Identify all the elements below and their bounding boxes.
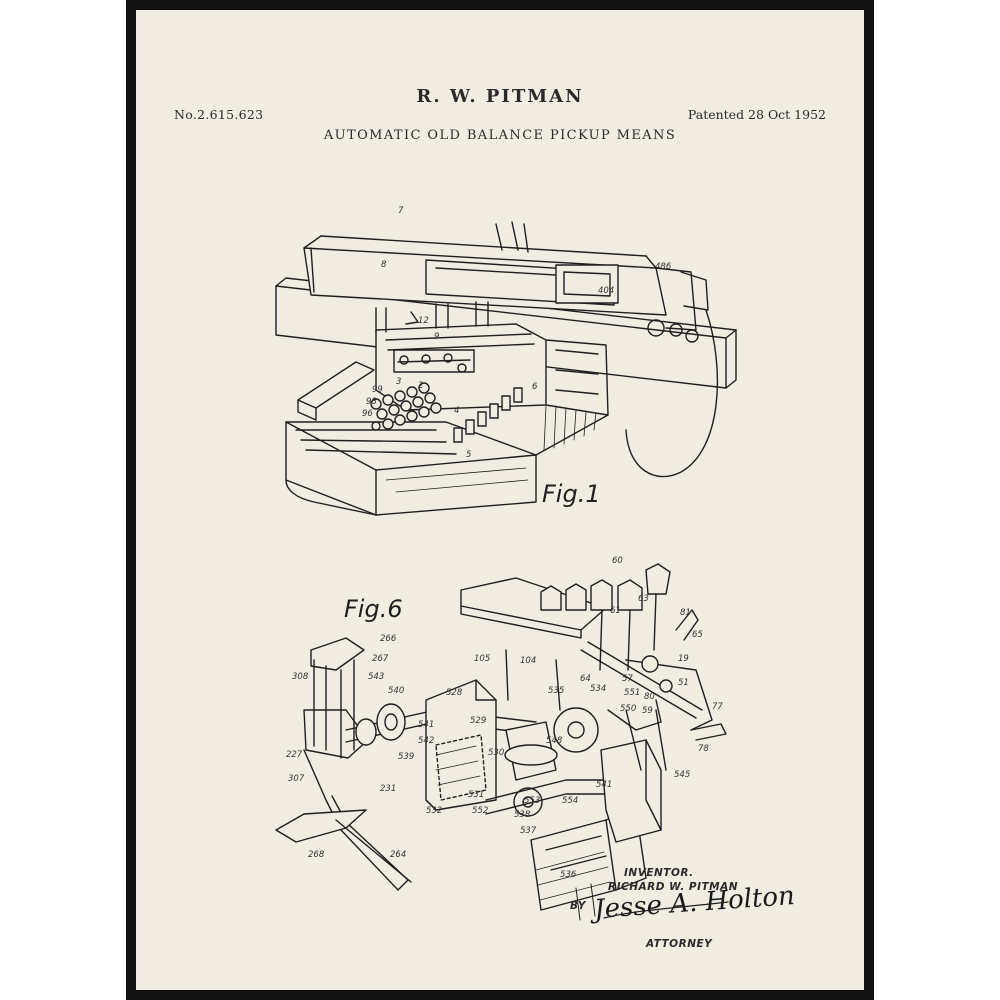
ref-number: 80: [644, 692, 655, 702]
ref-number: 266: [380, 634, 397, 644]
ref-number: 543: [368, 672, 385, 682]
ref-number: 537: [520, 826, 537, 836]
ref-number: 78: [698, 744, 709, 754]
patent-number: No.2.615.623: [174, 107, 264, 122]
ref-number: 3: [396, 377, 402, 387]
ref-number: 532: [426, 806, 443, 816]
ref-number: 553: [524, 796, 541, 806]
ref-number: 551: [624, 688, 641, 698]
fig1-adding-machine: [275, 221, 737, 516]
ref-number: 545: [674, 770, 691, 780]
ref-number: 307: [288, 774, 305, 784]
patent-drawing: [275, 221, 737, 921]
ref-number: 554: [562, 796, 579, 806]
ref-number: 63: [638, 594, 649, 604]
ref-number: 528: [446, 688, 463, 698]
ref-number: 12: [418, 316, 429, 326]
ref-number: 8: [381, 260, 387, 270]
inventor-heading: R. W. PITMAN: [416, 86, 584, 107]
ref-number: 104: [520, 656, 537, 666]
ref-number: 268: [308, 850, 325, 860]
fig6-label: Fig.6: [344, 595, 403, 623]
ref-number: 308: [292, 672, 309, 682]
ref-number: 7: [398, 206, 404, 216]
inventor-label: INVENTOR.: [624, 867, 694, 879]
ref-number: 2: [418, 381, 424, 391]
ref-number: 550: [620, 704, 637, 714]
patent-sheet: No.2.615.623 R. W. PITMAN AUTOMATIC OLD …: [136, 10, 864, 990]
ref-number: 65: [692, 630, 703, 640]
ref-number: 548: [546, 736, 563, 746]
ref-number: 6: [532, 382, 538, 392]
ref-number: 404: [598, 286, 615, 296]
ref-number: 105: [474, 654, 491, 664]
ref-number: 542: [418, 736, 435, 746]
ref-number: 264: [390, 850, 407, 860]
ref-number: 57: [622, 674, 633, 684]
ref-number: 64: [580, 674, 591, 684]
ref-number: 534: [590, 684, 607, 694]
ref-number: 60: [612, 556, 623, 566]
fig1-label: Fig.1: [542, 480, 601, 508]
ref-number: 539: [398, 752, 415, 762]
by-label: BY: [570, 900, 587, 912]
ref-number: 51: [678, 678, 689, 688]
ref-number: 540: [388, 686, 405, 696]
ref-number: 59: [642, 706, 653, 716]
ref-number: 227: [286, 750, 303, 760]
ref-number: 96: [362, 409, 373, 419]
ref-number: 552: [472, 806, 489, 816]
attorney-label: ATTORNEY: [646, 938, 713, 950]
ref-number: 61: [610, 606, 621, 616]
ref-number: 267: [372, 654, 389, 664]
inventor-name: RICHARD W. PITMAN: [608, 881, 739, 893]
ref-number: 98: [366, 397, 377, 407]
ref-number: 99: [372, 385, 383, 395]
ref-number: 19: [678, 654, 689, 664]
fig6-mechanism: [275, 563, 727, 921]
ref-number: 5: [466, 450, 472, 460]
ref-number: 531: [468, 790, 485, 800]
ref-number: 231: [380, 784, 397, 794]
ref-number: 538: [514, 810, 531, 820]
ref-number: 535: [548, 686, 565, 696]
patent-date: Patented 28 Oct 1952: [687, 107, 826, 122]
ref-number: 541: [596, 780, 613, 790]
ref-number: 529: [470, 716, 487, 726]
ref-number: 486: [655, 262, 672, 272]
ref-number: 541: [418, 720, 435, 730]
ref-number: 530: [488, 748, 505, 758]
patent-title: AUTOMATIC OLD BALANCE PICKUP MEANS: [323, 128, 677, 143]
ref-number: 81: [680, 608, 691, 618]
ref-number: 9: [434, 332, 440, 342]
ref-number: 536: [560, 870, 577, 880]
ref-number: 4: [454, 406, 460, 416]
ref-number: 77: [712, 702, 723, 712]
